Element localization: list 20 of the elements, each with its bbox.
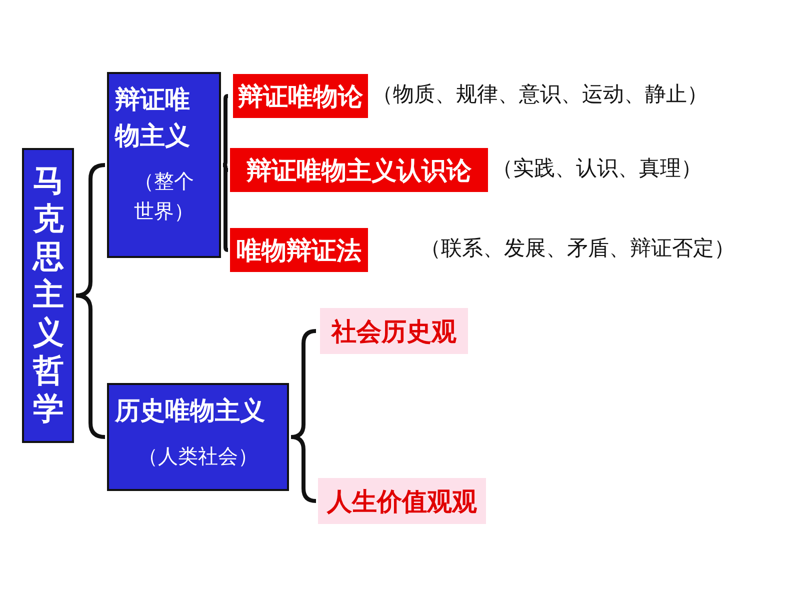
topic-box: 社会历史观 (320, 308, 468, 354)
box-subtitle: （整个世界） (133, 168, 195, 225)
box-title: 辩证唯物主义 (115, 84, 191, 152)
topic-box: 辩证唯物论 (233, 74, 368, 118)
box-title: 历史唯物主义 (115, 395, 266, 427)
box-title: 马克思主义哲学 (33, 162, 63, 428)
concept-box (107, 72, 221, 258)
note-text: （实践、认识、真理） (492, 155, 702, 182)
note-text: （联系、发展、矛盾、辩证否定） (420, 235, 735, 262)
topic-box: 唯物辩证法 (230, 228, 368, 272)
topic-box: 辩证唯物主义认识论 (230, 148, 488, 192)
concept-box (107, 383, 289, 491)
brace-line (290, 435, 316, 503)
note-text: （物质、规律、意识、运动、静止） (372, 81, 708, 108)
brace-line (222, 163, 228, 252)
concept-box (22, 148, 74, 443)
brace-line (76, 294, 106, 439)
box-subtitle: （人类社会） (137, 443, 259, 470)
topic-box: 人生价值观观 (318, 478, 486, 524)
brace-line (222, 94, 228, 167)
